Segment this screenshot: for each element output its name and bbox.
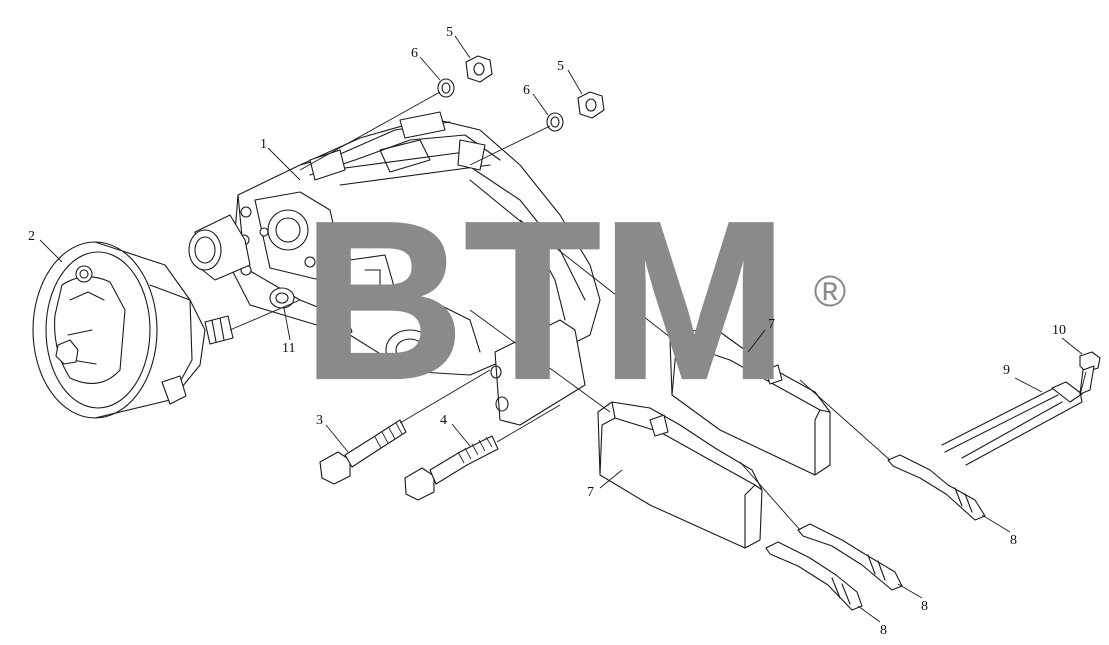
- part-guide-bolt-4: [404, 435, 499, 501]
- callout-9: 9: [1003, 363, 1010, 378]
- part-washer-lower: [546, 112, 564, 132]
- callout-4: 4: [440, 413, 447, 428]
- part-retaining-bar: [941, 381, 1083, 466]
- callout-10: 10: [1052, 323, 1066, 338]
- part-guide-bolt-3: [319, 419, 407, 485]
- part-brake-chamber: [32, 241, 234, 419]
- callout-leaders: [39, 35, 1083, 623]
- part-brake-pad-lower: [597, 401, 763, 549]
- part-nut-lower: [577, 91, 605, 119]
- part-nut-upper: [465, 55, 493, 83]
- callout-labels: 1 2 3 4 5 5 6 6 7 7 8 8 8 9 10 11: [28, 25, 1066, 638]
- watermark-text: BTM: [303, 174, 788, 426]
- callout-6a: 6: [411, 46, 418, 61]
- callout-5a: 5: [446, 25, 453, 40]
- callout-8c: 8: [880, 623, 887, 638]
- callout-8a: 8: [1010, 533, 1017, 548]
- callout-8b: 8: [921, 599, 928, 614]
- part-pad-spring-mid: [797, 523, 903, 591]
- callout-2: 2: [28, 229, 35, 244]
- part-retaining-bolt: [1079, 351, 1101, 395]
- assembly-axis-lines: [229, 91, 1087, 531]
- callout-1: 1: [260, 137, 267, 152]
- callout-7a: 7: [768, 317, 775, 332]
- callout-3: 3: [316, 413, 323, 428]
- part-washer-upper: [437, 78, 455, 98]
- part-pad-spring-right: [887, 454, 986, 521]
- callout-6b: 6: [523, 83, 530, 98]
- part-pad-spring-left: [765, 541, 863, 611]
- btm-watermark: BTM ®: [301, 173, 846, 427]
- callout-5b: 5: [557, 59, 564, 74]
- part-brake-pad-upper: [669, 329, 831, 476]
- watermark-registered-mark: ®: [814, 267, 846, 316]
- callout-11: 11: [282, 341, 295, 356]
- part-caliper-body: [188, 111, 601, 426]
- callout-7b: 7: [587, 485, 594, 500]
